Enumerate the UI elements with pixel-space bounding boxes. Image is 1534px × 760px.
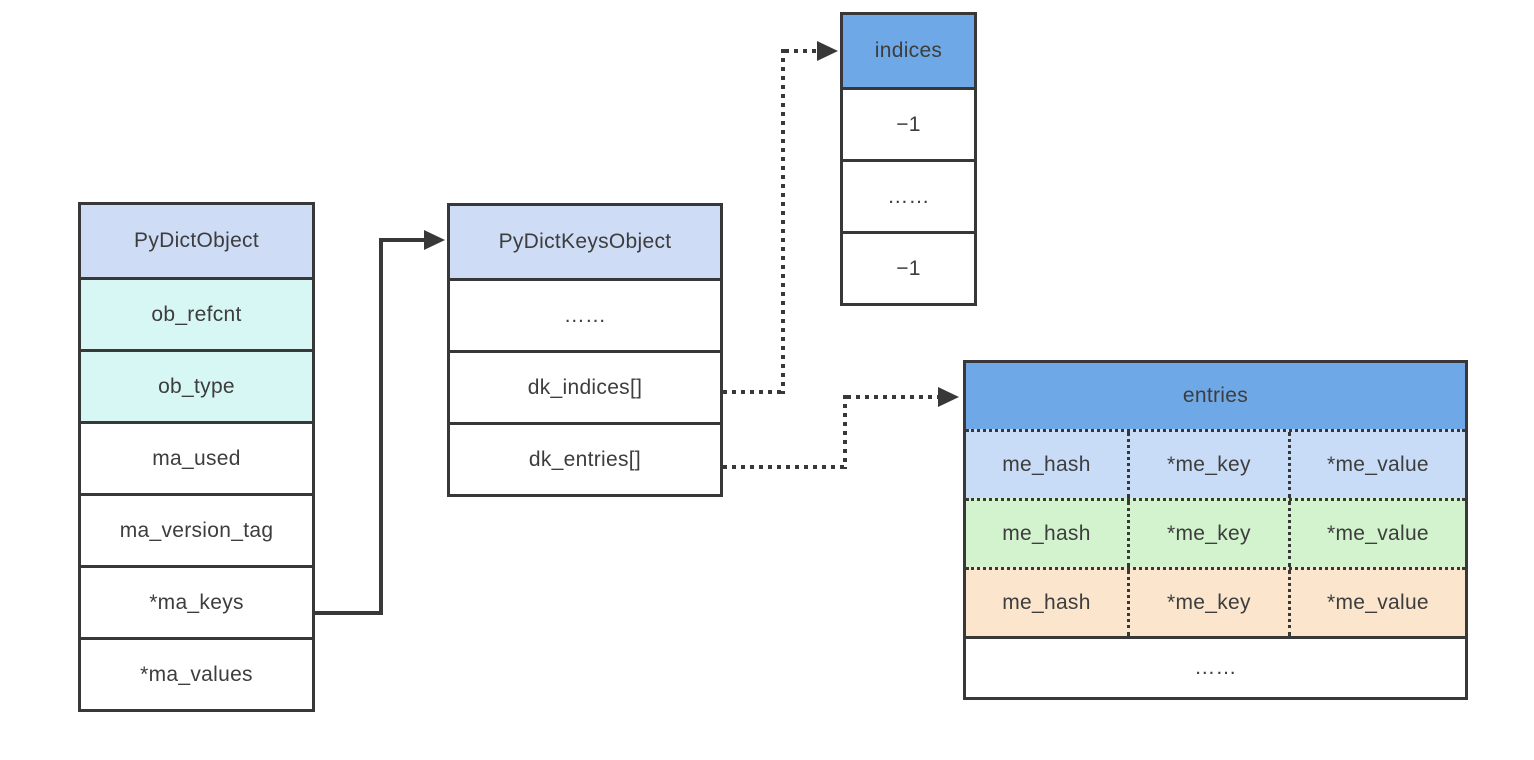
entries-row-2: me_hash *me_key *me_value [966,567,1465,636]
ma-keys-arrow-segment-h1 [315,611,383,615]
entry-0-me-hash: me_hash [1002,453,1091,476]
ma-keys-arrowhead-icon [424,230,445,250]
entries-row-0: me_hash *me_key *me_value [966,429,1465,498]
entry-0-me-key: *me_key [1126,432,1288,498]
cell-ob-refcnt: ob_refcnt [81,277,312,349]
entries-footer-ellipsis: …… [966,636,1465,697]
cell-ma-keys: *ma_keys [81,565,312,637]
cell-dk-entries: dk_entries[] [450,422,720,494]
pydictobject-table: PyDictObject ob_refcnt ob_type ma_used m… [78,202,315,712]
indices-table: indices −1 …… −1 [840,12,977,306]
entry-2-me-hash: me_hash [1002,591,1091,614]
ma-keys-arrow-segment-h2 [379,238,425,242]
entries-row-1: me_hash *me_key *me_value [966,498,1465,567]
entry-1-me-key: *me_key [1126,501,1288,567]
indices-slot-ellipsis: …… [843,159,974,231]
dk-entries-arrow-segment-h2 [847,395,940,399]
pydictkeysobject-header: PyDictKeysObject [450,206,720,278]
dk-indices-arrow-segment-h1 [723,390,785,394]
indices-slot-0: −1 [843,87,974,159]
cell-ma-values: *ma_values [81,637,312,709]
indices-slot-n: −1 [843,231,974,303]
entries-table: entries me_hash *me_key *me_value me_has… [963,360,1468,700]
pydictkeysobject-table: PyDictKeysObject …… dk_indices[] dk_entr… [447,203,723,497]
dk-indices-arrow-segment-h2 [785,49,819,53]
entry-0-me-value: *me_value [1287,432,1465,498]
entry-2-me-key: *me_key [1126,570,1288,636]
cell-ob-type: ob_type [81,349,312,421]
dk-indices-arrowhead-icon [817,41,838,61]
cell-ma-used: ma_used [81,421,312,493]
dk-entries-arrow-segment-h1 [723,465,847,469]
entry-2-me-value: *me_value [1287,570,1465,636]
pydictobject-header: PyDictObject [81,205,312,277]
entries-header: entries [966,363,1465,429]
cell-ellipsis: …… [450,278,720,350]
entry-1-me-value: *me_value [1287,501,1465,567]
entry-1-me-hash: me_hash [1002,522,1091,545]
dk-entries-arrow-segment-v [843,395,847,469]
indices-header: indices [843,15,974,87]
ma-keys-arrow-segment-v [379,238,383,615]
dk-entries-arrowhead-icon [938,387,959,407]
cell-dk-indices: dk_indices[] [450,350,720,422]
cell-ma-version-tag: ma_version_tag [81,493,312,565]
dk-indices-arrow-segment-v [781,49,785,394]
